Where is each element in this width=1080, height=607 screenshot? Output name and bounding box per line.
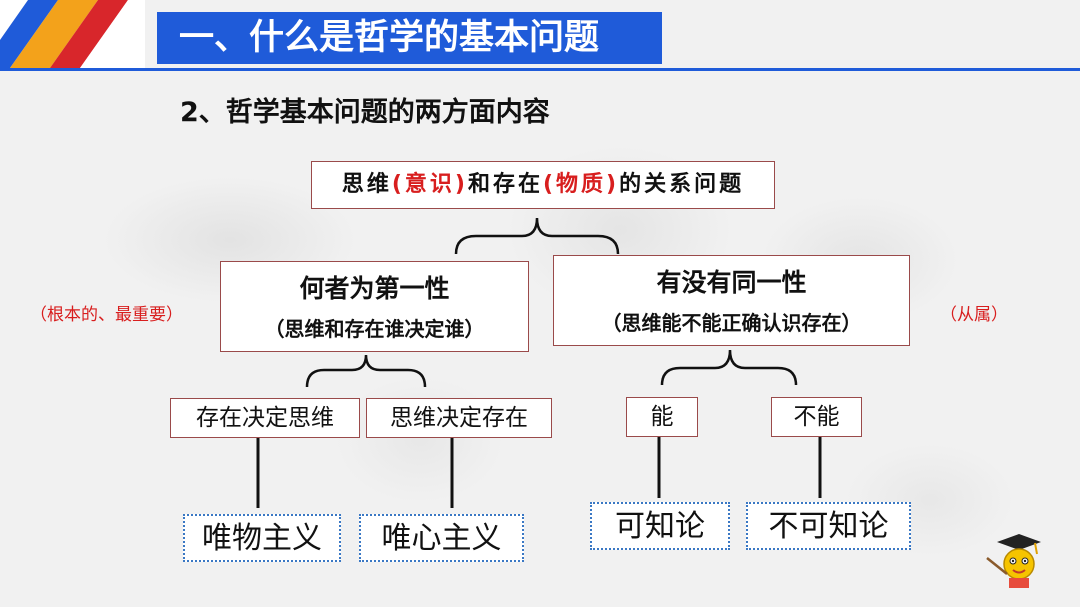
header-divider bbox=[0, 68, 1080, 71]
school-idealism: 唯心主义 bbox=[359, 514, 524, 562]
root-paren-matter: (物质) bbox=[543, 172, 620, 197]
school-agnosticism: 不可知论 bbox=[746, 502, 911, 550]
root-question-box: 思维(意识)和存在(物质)的关系问题 bbox=[311, 161, 775, 209]
note-subordinate: （从属） bbox=[940, 305, 1008, 325]
section-subtitle: 2、哲学基本问题的两方面内容 bbox=[180, 97, 550, 128]
aspect-identity-sub: （思维能不能正确认识存在） bbox=[601, 311, 862, 335]
school-knowability: 可知论 bbox=[590, 502, 730, 550]
page-title: 一、什么是哲学的基本问题 bbox=[157, 12, 662, 64]
aspect-primacy-title: 何者为第一性 bbox=[299, 274, 450, 303]
aspect-primacy-box: 何者为第一性 （思维和存在谁决定谁） bbox=[220, 261, 529, 352]
answer-can: 能 bbox=[626, 397, 698, 437]
aspect-identity-box: 有没有同一性 （思维能不能正确认识存在） bbox=[553, 255, 910, 346]
root-prefix: 思维 bbox=[341, 172, 392, 197]
brace-left bbox=[305, 354, 427, 388]
school-materialism: 唯物主义 bbox=[183, 514, 341, 562]
answer-cannot: 不能 bbox=[771, 397, 862, 437]
note-fundamental: （根本的、最重要） bbox=[30, 305, 183, 325]
brace-root bbox=[454, 217, 620, 255]
root-suffix: 的关系问题 bbox=[619, 172, 745, 197]
root-paren-consciousness: (意识) bbox=[391, 172, 468, 197]
brace-right bbox=[660, 349, 798, 386]
answer-existence-determines: 存在决定思维 bbox=[170, 398, 360, 438]
corner-stripes bbox=[0, 0, 145, 68]
aspect-primacy-sub: （思维和存在谁决定谁） bbox=[264, 317, 485, 341]
root-mid: 和存在 bbox=[467, 172, 543, 197]
aspect-identity-title: 有没有同一性 bbox=[656, 268, 807, 297]
answer-thought-determines: 思维决定存在 bbox=[366, 398, 552, 438]
teacher-mascot-icon bbox=[986, 534, 1041, 588]
